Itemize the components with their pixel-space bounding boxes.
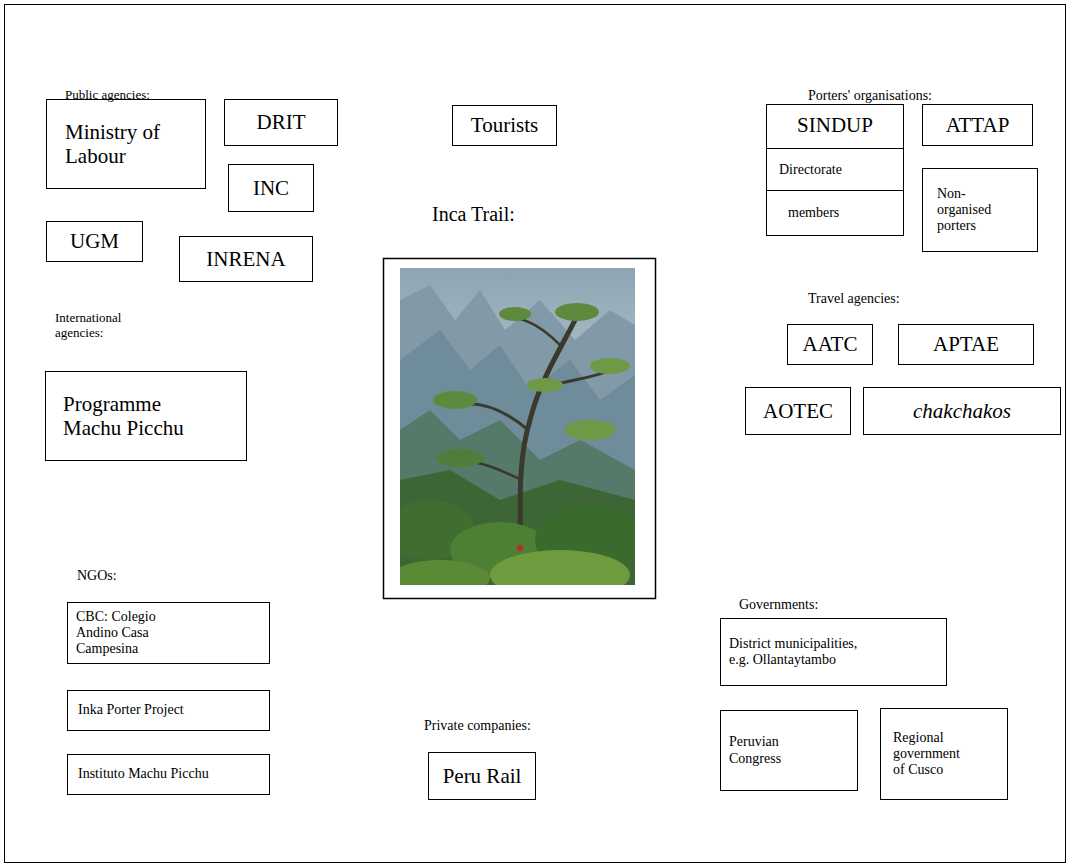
group-heading: International agencies:	[55, 311, 170, 341]
group-heading: NGOs:	[77, 568, 117, 584]
node-text: INRENA	[206, 247, 285, 271]
actor-box: AATC	[787, 324, 873, 365]
actor-box: Tourists	[452, 105, 557, 146]
trail-photo	[400, 268, 635, 585]
node-text: Peruvian Congress	[729, 734, 811, 766]
node-text: Programme Machu Picchu	[63, 392, 208, 440]
actor-box: Peruvian Congress	[720, 710, 858, 791]
actor-box: UGM	[46, 221, 143, 262]
actor-box: Programme Machu Picchu	[45, 371, 247, 461]
group-heading: Private companies:	[424, 718, 531, 734]
section-box: Directorate	[766, 148, 904, 191]
actor-box: APTAE	[898, 324, 1034, 365]
actor-box: Regional government of Cusco	[880, 708, 1008, 800]
node-text: Ministry of Labour	[65, 120, 187, 168]
node-text: Instituto Machu Picchu	[78, 766, 209, 782]
actor-box: ATTAP	[922, 104, 1033, 146]
actor-box: Peru Rail	[428, 752, 536, 800]
node-text: ATTAP	[946, 113, 1010, 137]
actor-box: Inka Porter Project	[67, 690, 270, 731]
group-heading: Porters' organisations:	[808, 88, 932, 104]
group-heading: Public agencies:	[65, 88, 150, 103]
node-text: DRIT	[257, 110, 306, 134]
node-text: INC	[253, 176, 289, 200]
actor-box: Ministry of Labour	[46, 99, 206, 189]
node-text: Regional government of Cusco	[893, 730, 969, 778]
node-text: AOTEC	[763, 399, 833, 423]
node-text: Tourists	[471, 113, 538, 137]
actor-box: District municipalities, e.g. Ollantayta…	[720, 618, 947, 686]
group-heading: Travel agencies:	[808, 291, 900, 307]
node-text: Peru Rail	[443, 764, 522, 788]
actor-box: INC	[228, 164, 314, 212]
node-text: chakchakos	[913, 399, 1011, 423]
node-text: AATC	[803, 332, 858, 356]
group-heading: Inca Trail:	[432, 203, 515, 226]
actor-box: SINDUP Directorate members	[766, 104, 904, 236]
node-text: APTAE	[933, 332, 999, 356]
node-text: CBC: Colegio Andino Casa Campesina	[76, 609, 176, 657]
actor-box: DRIT	[224, 99, 338, 146]
actor-box: AOTEC	[745, 387, 851, 435]
outer-frame	[5, 5, 1066, 863]
group-heading: Governments:	[739, 597, 818, 613]
actor-box: Instituto Machu Picchu	[67, 754, 270, 795]
node-text: Non-organised porters	[937, 186, 1009, 234]
actor-box: CBC: Colegio Andino Casa Campesina	[67, 602, 270, 664]
node-text: Directorate	[779, 162, 842, 178]
photo-frame	[384, 259, 656, 599]
node-text: members	[788, 205, 839, 221]
node-text: UGM	[70, 229, 119, 253]
actor-box: Non-organised porters	[922, 168, 1038, 252]
actor-box: INRENA	[179, 236, 313, 282]
node-text: SINDUP	[797, 113, 873, 137]
section-box: members	[766, 190, 904, 236]
node-text: District municipalities, e.g. Ollantayta…	[729, 636, 881, 668]
actor-box: chakchakos	[863, 387, 1061, 435]
node-text: Inka Porter Project	[78, 702, 184, 718]
